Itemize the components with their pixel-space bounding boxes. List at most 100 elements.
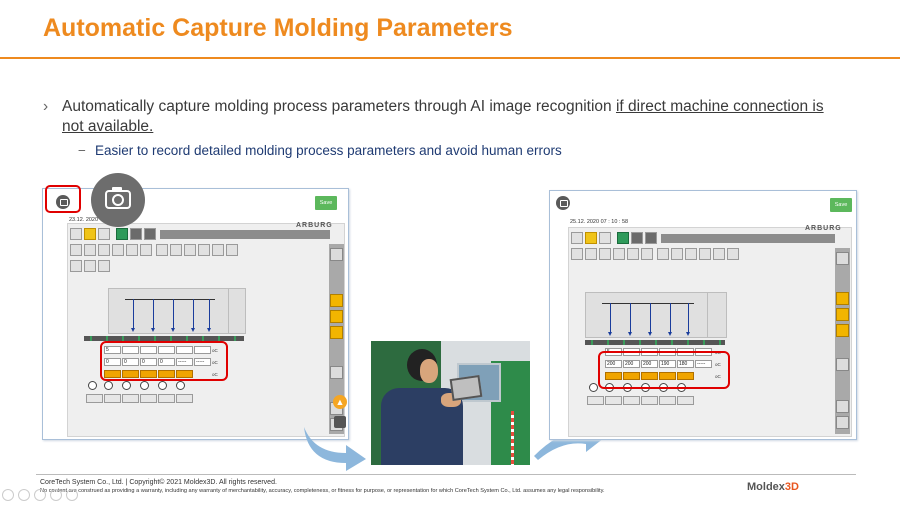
door-icon[interactable] — [98, 228, 110, 240]
hmi-panel: ARBURG 5 — [568, 225, 852, 437]
temp-cell[interactable]: ----- — [695, 360, 712, 368]
lock-icon[interactable] — [727, 248, 739, 260]
warning-icon[interactable] — [585, 232, 597, 244]
timer-cell[interactable] — [122, 394, 139, 403]
timer-cell[interactable] — [158, 394, 175, 403]
temp-cell[interactable]: 200 — [623, 360, 640, 368]
prev-icon[interactable] — [2, 489, 14, 501]
screw-icon[interactable] — [126, 244, 138, 256]
param-cell[interactable] — [122, 346, 139, 354]
temp-cell[interactable]: 190 — [659, 360, 676, 368]
robot-icon[interactable] — [184, 244, 196, 256]
heater-icon[interactable] — [613, 248, 625, 260]
warning-icon[interactable] — [84, 228, 96, 240]
message-icon[interactable] — [330, 366, 343, 379]
heater-icon[interactable] — [112, 244, 124, 256]
more-icon[interactable] — [66, 489, 78, 501]
hopper-icon[interactable] — [198, 244, 210, 256]
timer-icon[interactable] — [158, 381, 167, 390]
camera-icon[interactable] — [91, 173, 145, 227]
param-cell[interactable] — [194, 346, 211, 354]
next-icon[interactable] — [18, 489, 30, 501]
timer-cell[interactable] — [104, 394, 121, 403]
gear-icon[interactable] — [599, 248, 611, 260]
circle-icon[interactable] — [84, 244, 96, 256]
tool-icon[interactable] — [212, 244, 224, 256]
timer-icon[interactable] — [176, 381, 185, 390]
chat-icon[interactable] — [334, 416, 346, 428]
param-cell[interactable]: 5 — [104, 346, 121, 354]
temp-cell[interactable]: 0 — [104, 358, 121, 366]
temperature-icon[interactable] — [671, 248, 683, 260]
pen-icon[interactable] — [34, 489, 46, 501]
message-icon[interactable] — [836, 358, 849, 371]
hopper-icon[interactable] — [699, 248, 711, 260]
timer-icon[interactable] — [122, 381, 131, 390]
temp-cell[interactable]: 200 — [641, 360, 658, 368]
timer-icon[interactable] — [104, 381, 113, 390]
camera-icon[interactable] — [56, 195, 70, 209]
timer-cell[interactable] — [659, 396, 676, 405]
timer-cell[interactable] — [677, 396, 694, 405]
nozzle-icon[interactable] — [571, 248, 583, 260]
graph-icon[interactable] — [836, 292, 849, 305]
temp-cell[interactable]: 0 — [140, 358, 157, 366]
chart-icon[interactable] — [836, 308, 849, 321]
temp-cell[interactable]: ----- — [194, 358, 211, 366]
screw-icon[interactable] — [627, 248, 639, 260]
tool-icon[interactable] — [713, 248, 725, 260]
temp-cell[interactable]: 200 — [605, 360, 622, 368]
save-button[interactable]: Save — [315, 196, 337, 210]
report-icon[interactable] — [330, 326, 343, 339]
stop-icon[interactable] — [836, 416, 849, 429]
zoom-icon[interactable] — [50, 489, 62, 501]
timer-cell[interactable] — [86, 394, 103, 403]
counter-icon[interactable] — [84, 260, 96, 272]
cooling-icon[interactable] — [657, 248, 669, 260]
circle-icon[interactable] — [88, 381, 97, 390]
param-cell[interactable] — [176, 346, 193, 354]
mold-icon[interactable] — [571, 232, 583, 244]
chart-icon[interactable] — [330, 310, 343, 323]
param-cell[interactable] — [158, 346, 175, 354]
lock-icon[interactable] — [226, 244, 238, 256]
alert-icon[interactable]: ▲ — [333, 395, 347, 409]
gear-icon[interactable] — [98, 244, 110, 256]
eject-icon[interactable] — [140, 244, 152, 256]
timer-cell[interactable] — [623, 396, 640, 405]
timer-cell[interactable] — [176, 394, 193, 403]
param-cell[interactable] — [140, 346, 157, 354]
settings-icon[interactable] — [98, 260, 110, 272]
timer-icon[interactable] — [140, 381, 149, 390]
robot-icon[interactable] — [685, 248, 697, 260]
brand-logo: ARBURG — [805, 225, 842, 232]
door-icon[interactable] — [599, 232, 611, 244]
temp-cell[interactable]: 0 — [158, 358, 175, 366]
nozzle-icon[interactable] — [70, 244, 82, 256]
temp-cell[interactable]: ----- — [176, 358, 193, 366]
graph-icon[interactable] — [330, 294, 343, 307]
temp-cell[interactable]: 180 — [677, 360, 694, 368]
palette-icon[interactable] — [836, 252, 849, 265]
circle-icon[interactable] — [589, 383, 598, 392]
palette-icon[interactable] — [330, 248, 343, 261]
report-icon[interactable] — [836, 324, 849, 337]
mold-icon[interactable] — [70, 228, 82, 240]
eject-icon[interactable] — [641, 248, 653, 260]
back-arrow-icon[interactable] — [836, 400, 849, 413]
flow-arrow-left-shape — [304, 427, 366, 471]
cooling-icon[interactable] — [156, 244, 168, 256]
timer-cell[interactable] — [641, 396, 658, 405]
save-button[interactable]: Save — [830, 198, 852, 212]
camera-icon[interactable] — [556, 196, 570, 210]
circle-icon[interactable] — [585, 248, 597, 260]
slide-nav-controls[interactable] — [2, 488, 82, 506]
list-icon[interactable] — [70, 260, 82, 272]
left-hmi-screenshot: Save 23.12. 2020 ARBURG — [42, 188, 349, 440]
profile-marker — [207, 299, 211, 332]
timer-cell[interactable] — [140, 394, 157, 403]
temperature-icon[interactable] — [170, 244, 182, 256]
temp-cell[interactable]: 0 — [122, 358, 139, 366]
timer-cell[interactable] — [605, 396, 622, 405]
timer-cell[interactable] — [587, 396, 604, 405]
